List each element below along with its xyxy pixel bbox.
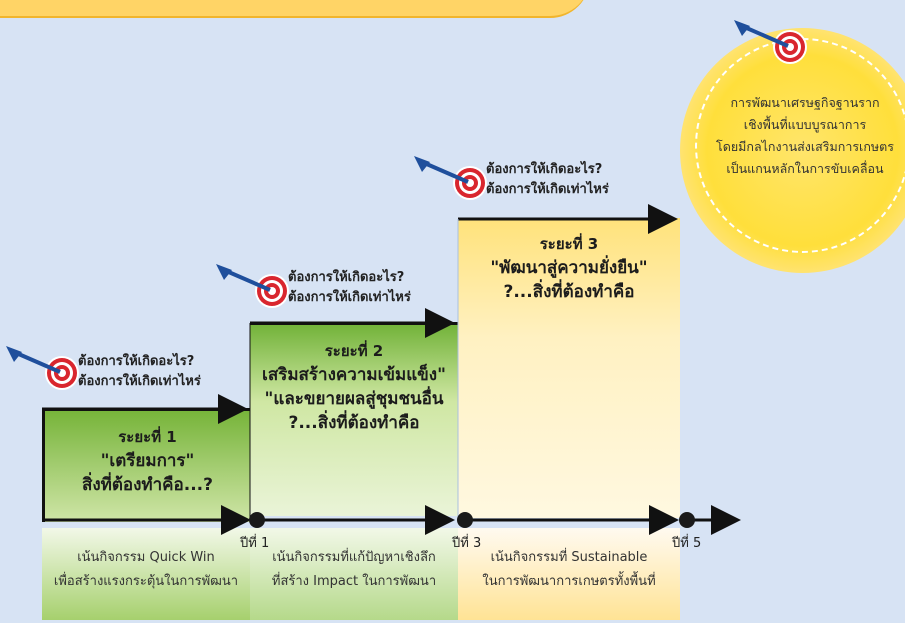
stage-2-question: ต้องการให้เกิดอะไร? ต้องการให้เกิดเท่าไห… <box>288 268 411 308</box>
stage-3-box: ระยะที่ 3 "พัฒนาสู่ความยั่งยืน" ?...สิ่ง… <box>458 218 680 518</box>
timeline-node-icon <box>457 512 473 528</box>
description-line: เพื่อสร้างแรงกระตุ้นในการพัฒนา <box>53 574 239 589</box>
question-line: ต้องการให้เกิดอะไร? <box>486 162 603 177</box>
stage-2-label: ระยะที่ 2 <box>324 342 384 360</box>
stage-3-question: ต้องการให้เกิดอะไร? ต้องการให้เกิดเท่าไห… <box>486 160 609 200</box>
stage-1-description: เน้นกิจกรรม Quick Win เพื่อสร้างแรงกระตุ… <box>42 528 250 620</box>
goal-line: เชิงพื้นที่แบบบูรณาการ <box>743 117 867 132</box>
goal-line: การพัฒนาเศรษฐกิจฐานราก <box>730 95 880 110</box>
stage-2-title-line: เสริมสร้างความเข้มแข็ง" <box>262 365 446 385</box>
description-line: ที่สร้าง Impact ในการพัฒนา <box>271 574 437 589</box>
stage-1-title-line: สิ่งที่ต้องทำคือ...? <box>81 475 213 495</box>
stage-2-box: ระยะที่ 2 เสริมสร้างความเข้มแข็ง" "และขย… <box>250 322 458 516</box>
dart-target-icon <box>734 20 807 64</box>
goal-line: เป็นแกนหลักในการขับเคลื่อน <box>726 161 884 176</box>
top-banner <box>0 0 590 18</box>
year-1-label: ปีที่ 1 <box>240 536 270 551</box>
question-line: ต้องการให้เกิดอะไร? <box>78 354 195 369</box>
stage-3-title-line: "พัฒนาสู่ความยั่งยืน" <box>490 258 648 278</box>
timeline-node-icon <box>249 512 265 528</box>
stage-1-question: ต้องการให้เกิดอะไร? ต้องการให้เกิดเท่าไห… <box>78 352 201 392</box>
stage-2-title-line: "และขยายผลสู่ชุมชนอื่น <box>264 389 444 409</box>
goal-text: การพัฒนาเศรษฐกิจฐานราก เชิงพื้นที่แบบบูร… <box>700 92 905 180</box>
description-line: เน้นกิจกรรม Quick Win <box>77 550 215 565</box>
question-line: ต้องการให้เกิดอะไร? <box>288 270 405 285</box>
question-line: ต้องการให้เกิดเท่าไหร่ <box>486 182 609 197</box>
stage-2-title-line: ?...สิ่งที่ต้องทำคือ <box>288 413 420 433</box>
dart-target-icon <box>414 156 487 200</box>
stage-1-title-line: "เตรียมการ" <box>100 451 195 471</box>
dart-target-icon <box>216 264 289 308</box>
year-3-label: ปีที่ 3 <box>452 536 482 551</box>
goal-line: โดยมีกลไกงานส่งเสริมการเกษตร <box>716 139 894 154</box>
question-line: ต้องการให้เกิดเท่าไหร่ <box>78 374 201 389</box>
stage-1-box: ระยะที่ 1 "เตรียมการ" สิ่งที่ต้องทำคือ..… <box>42 408 250 522</box>
stage-2-description: เน้นกิจกรรมที่แก้ปัญหาเชิงลึก ที่สร้าง I… <box>250 528 458 620</box>
year-5-label: ปีที่ 5 <box>672 536 702 551</box>
stage-3-label: ระยะที่ 3 <box>539 235 599 253</box>
stage-3-title-line: ?...สิ่งที่ต้องทำคือ <box>503 282 635 302</box>
description-line: เน้นกิจกรรมที่ Sustainable <box>490 550 648 565</box>
stage-1-label: ระยะที่ 1 <box>118 428 177 446</box>
timeline-node-icon <box>679 512 695 528</box>
description-line: เน้นกิจกรรมที่แก้ปัญหาเชิงลึก <box>272 550 436 565</box>
stage-3-description: เน้นกิจกรรมที่ Sustainable ในการพัฒนาการ… <box>458 528 680 620</box>
description-line: ในการพัฒนาการเกษตรทั้งพื้นที่ <box>482 574 656 589</box>
dart-target-icon <box>6 346 79 390</box>
question-line: ต้องการให้เกิดเท่าไหร่ <box>288 290 411 305</box>
